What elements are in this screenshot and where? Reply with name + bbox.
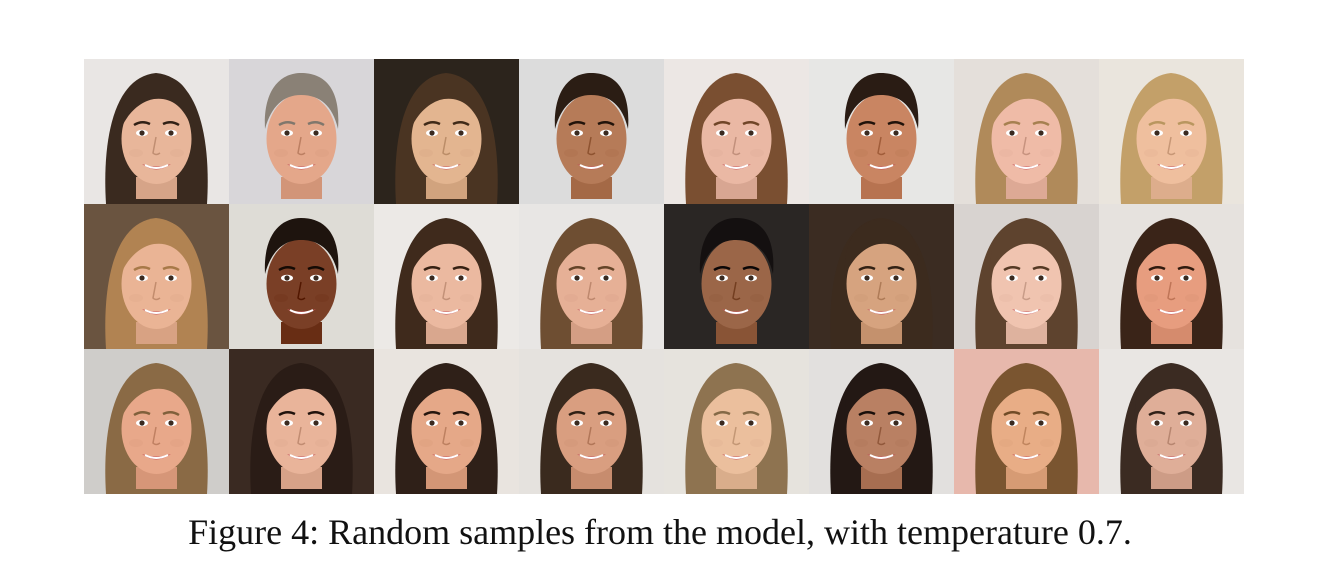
face-sample-drawing [374,59,519,204]
face-sample-drawing [519,59,664,204]
face-sample-image [664,59,809,204]
face-sample-image [374,204,519,349]
face-sample-drawing [809,204,954,349]
face-sample-image [84,204,229,349]
face-sample-image [519,204,664,349]
face-sample-drawing [954,59,1099,204]
figure-caption: Figure 4: Random samples from the model,… [188,512,1132,552]
face-sample-drawing [1099,59,1244,204]
face-sample-image [1099,59,1244,204]
face-sample-drawing [1099,204,1244,349]
face-sample-drawing [519,204,664,349]
face-sample-drawing [809,59,954,204]
face-sample-drawing [519,349,664,494]
face-sample-drawing [954,349,1099,494]
face-sample-image [84,59,229,204]
face-sample-image [229,59,374,204]
face-sample-drawing [229,349,374,494]
face-sample-image [519,349,664,494]
face-sample-drawing [664,59,809,204]
face-sample-image [519,59,664,204]
face-sample-image [954,59,1099,204]
face-sample-drawing [809,349,954,494]
face-sample-drawing [229,59,374,204]
face-sample-image [229,204,374,349]
face-sample-drawing [374,349,519,494]
face-sample-image [374,59,519,204]
face-sample-image [954,204,1099,349]
face-sample-image [229,349,374,494]
face-sample-image [809,349,954,494]
face-sample-image [664,349,809,494]
face-sample-image [1099,204,1244,349]
face-sample-drawing [664,349,809,494]
face-sample-image [1099,349,1244,494]
face-sample-drawing [374,204,519,349]
face-sample-image [664,204,809,349]
face-sample-drawing [229,204,374,349]
face-sample-drawing [84,349,229,494]
face-sample-drawing [954,204,1099,349]
face-sample-image [809,59,954,204]
face-sample-image [809,204,954,349]
face-sample-image [374,349,519,494]
face-sample-image [954,349,1099,494]
face-sample-drawing [84,59,229,204]
face-sample-drawing [664,204,809,349]
face-sample-drawing [1099,349,1244,494]
face-sample-drawing [84,204,229,349]
face-sample-grid [84,59,1244,494]
face-sample-image [84,349,229,494]
